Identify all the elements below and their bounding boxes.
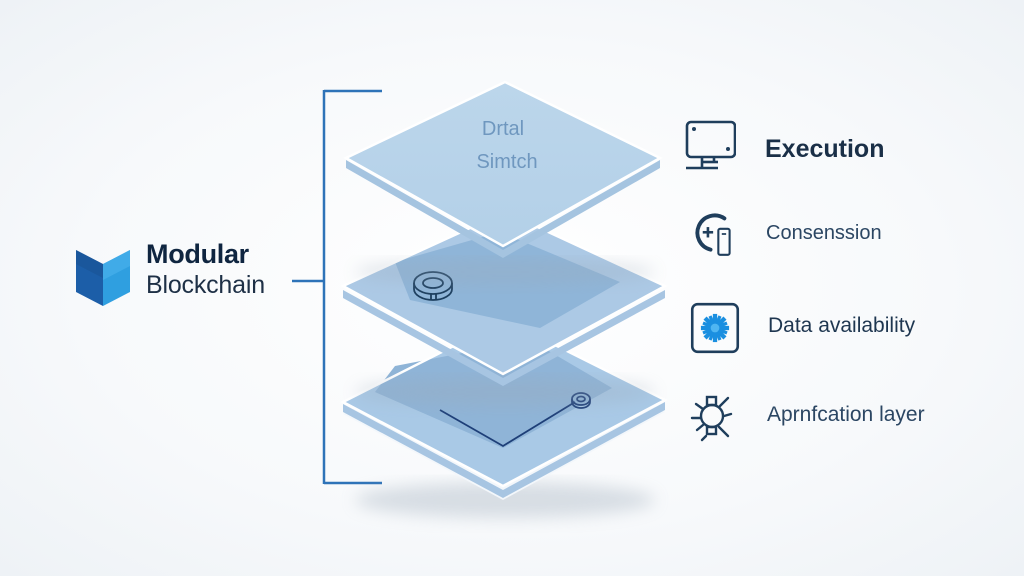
bulb-rays-icon bbox=[690, 395, 733, 442]
connection-line bbox=[439, 401, 576, 448]
bracket bbox=[292, 89, 382, 485]
logo-book-icon bbox=[76, 250, 130, 306]
top-layer-text-2: Simtch bbox=[476, 151, 537, 173]
title-block: Modular Blockchain bbox=[146, 238, 265, 300]
legend-label-execution: Execution bbox=[765, 135, 885, 163]
layer-top: Drtal Simtch bbox=[343, 80, 663, 284]
legend-label-data-availability: Data availability bbox=[768, 314, 916, 337]
legend-label-application-layer: Aprnfcation layer bbox=[767, 403, 925, 426]
monitor-icon bbox=[685, 120, 736, 170]
top-layer-text-1: Drtal bbox=[482, 118, 524, 140]
title-line-2: Blockchain bbox=[146, 271, 265, 299]
legend-label-consensus: Consenssion bbox=[766, 222, 882, 244]
phone-plus-icon bbox=[695, 213, 731, 256]
title-line-1: Modular bbox=[146, 239, 249, 269]
gear-badge-icon bbox=[690, 302, 740, 354]
